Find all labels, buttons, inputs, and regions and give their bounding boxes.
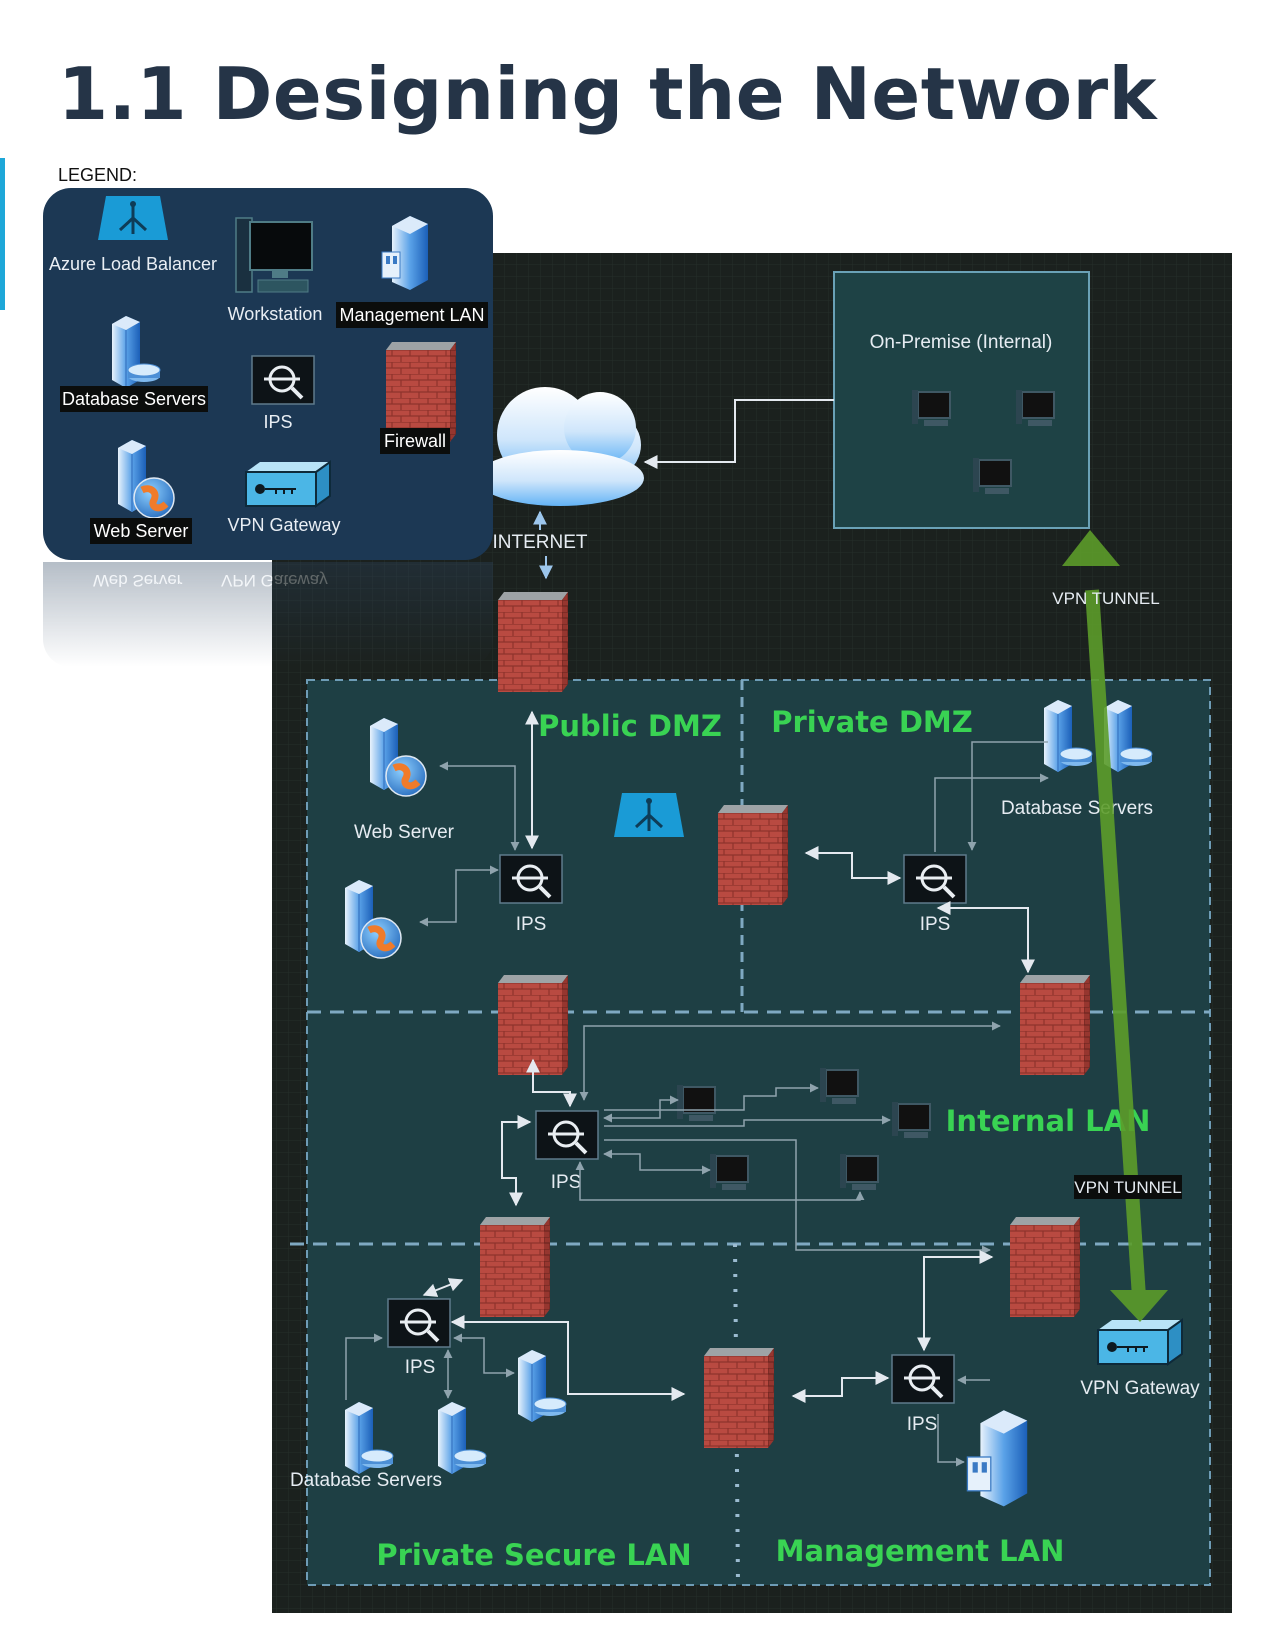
azure-load-balancer-icon (612, 791, 686, 839)
private-dmz-firewall-icon (718, 805, 788, 905)
ips-internal-icon (534, 1109, 600, 1161)
on-premise-label: On-Premise (Internal) (870, 332, 1053, 353)
legend-panel: Azure Load Balancer Workstation Manageme… (43, 188, 493, 560)
accent-bar (0, 158, 5, 310)
secure-management-firewall-icon (704, 1348, 774, 1448)
legend-vpn-gateway-label: VPN Gateway (227, 515, 340, 535)
legend-ips-icon (250, 354, 316, 406)
vpn-gateway-label: VPN Gateway (1080, 1378, 1200, 1399)
internal-workstation-4 (709, 1153, 749, 1191)
on-premise-workstation-1 (911, 389, 951, 427)
legend-reflection-vpn-gateway: VPN Gateway (221, 571, 328, 590)
internet-cloud-icon (476, 387, 644, 506)
legend-database-servers-label: Database Servers (62, 389, 206, 409)
secure-lan-firewall-icon (480, 1217, 550, 1317)
on-premise-workstation-3 (972, 457, 1012, 495)
ips-public-dmz-icon (498, 853, 564, 905)
legend-web-server-label: Web Server (94, 521, 189, 541)
internal-workstation-2 (819, 1067, 859, 1105)
vpn-tunnel-label-top: VPN TUNNEL (1052, 589, 1159, 608)
legend-management-lan-icon (381, 216, 428, 290)
ips-secure-lan-label: IPS (405, 1357, 436, 1378)
web-server-label: Web Server (354, 822, 455, 843)
database-servers-secure-label: Database Servers (290, 1470, 442, 1491)
internal-workstation-5 (839, 1153, 879, 1191)
legend-caption: LEGEND: (58, 165, 138, 185)
legend-workstation-icon (235, 217, 313, 293)
ips-internal-label: IPS (551, 1172, 582, 1193)
ips-private-dmz-icon (902, 853, 968, 905)
ips-management-label: IPS (907, 1414, 938, 1435)
edge-firewall-icon (498, 592, 568, 692)
zone-label-public-dmz: Public DMZ (538, 709, 722, 743)
database-servers-dmz-label: Database Servers (1001, 798, 1153, 819)
ips-management-icon (890, 1353, 956, 1405)
legend-load-balancer-label: Azure Load Balancer (49, 254, 217, 274)
legend-vpn-gateway-icon (245, 461, 331, 507)
legend-reflection: Web Server VPN Gateway (43, 562, 493, 667)
on-premise-workstation-2 (1015, 389, 1055, 427)
ips-public-dmz-label: IPS (516, 914, 547, 935)
zone-label-private-secure-lan: Private Secure LAN (376, 1538, 691, 1572)
internet-label: INTERNET (493, 532, 588, 553)
ips-private-dmz-label: IPS (920, 914, 951, 935)
management-lan-server-icon (966, 1410, 1028, 1507)
internal-firewall-right-icon (1020, 975, 1090, 1075)
vpn-gateway-icon (1097, 1319, 1183, 1365)
legend-firewall-icon (386, 342, 456, 442)
legend-ips-label: IPS (263, 412, 292, 432)
management-firewall-icon (1010, 1217, 1080, 1317)
zone-label-management-lan: Management LAN (776, 1534, 1065, 1568)
ips-secure-lan-icon (386, 1297, 452, 1349)
legend-load-balancer-icon (96, 194, 170, 242)
zone-label-private-dmz: Private DMZ (771, 705, 973, 739)
internal-workstation-3 (891, 1101, 931, 1139)
legend-workstation-label: Workstation (228, 304, 323, 324)
internal-workstation-1 (676, 1084, 716, 1122)
legend-firewall-label: Firewall (384, 431, 446, 451)
page-title: 1.1 Designing the Network (58, 52, 1158, 136)
legend-management-lan-label: Management LAN (339, 305, 484, 325)
legend-reflection-web-server: Web Server (93, 571, 183, 590)
zone-label-internal-lan: Internal LAN (946, 1104, 1151, 1138)
vpn-tunnel-label-bottom: VPN TUNNEL (1074, 1178, 1181, 1197)
